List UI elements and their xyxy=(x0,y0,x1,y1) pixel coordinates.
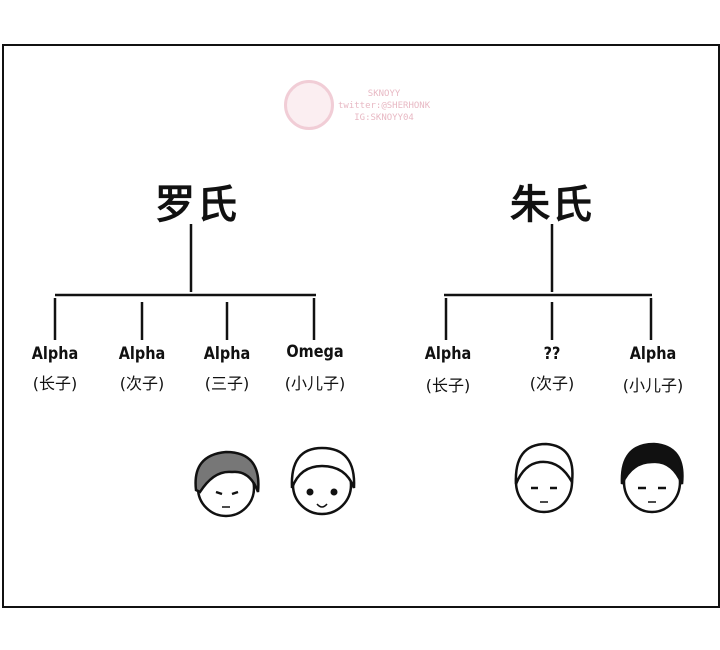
face-zhu-second-son xyxy=(514,442,574,514)
face-zhu-youngest-son xyxy=(620,442,684,514)
child-role: Alpha xyxy=(31,344,79,364)
face-third-son xyxy=(194,450,260,518)
child-rank: (次子) xyxy=(529,374,575,393)
watermark-ig: IG:SKNOYY04 xyxy=(354,113,414,123)
child-role: ?? xyxy=(543,344,561,364)
child-rank: (小儿子) xyxy=(284,374,346,393)
child-rank: (次子) xyxy=(119,374,165,393)
child-role: Alpha xyxy=(203,344,251,364)
comic-panel xyxy=(2,44,720,608)
child-rank: (小儿子) xyxy=(622,376,684,395)
child-role: Omega xyxy=(286,342,344,362)
child-role: Alpha xyxy=(629,344,677,364)
watermark-logo xyxy=(284,80,334,130)
family-title-luo: 罗氏 xyxy=(155,182,239,228)
child-role: Alpha xyxy=(424,344,472,364)
face-youngest-son xyxy=(290,446,356,516)
watermark-text: SKNOYY twitter:@SHERHONK IG:SKNOYY04 xyxy=(338,88,430,124)
watermark-twitter: twitter:@SHERHONK xyxy=(338,101,431,111)
family-title-zhu: 朱氏 xyxy=(510,182,594,228)
child-role: Alpha xyxy=(118,344,166,364)
child-rank: (长子) xyxy=(32,374,78,393)
watermark-name: SKNOYY xyxy=(367,89,401,99)
child-rank: (长子) xyxy=(425,376,471,395)
child-rank: (三子) xyxy=(204,374,250,393)
